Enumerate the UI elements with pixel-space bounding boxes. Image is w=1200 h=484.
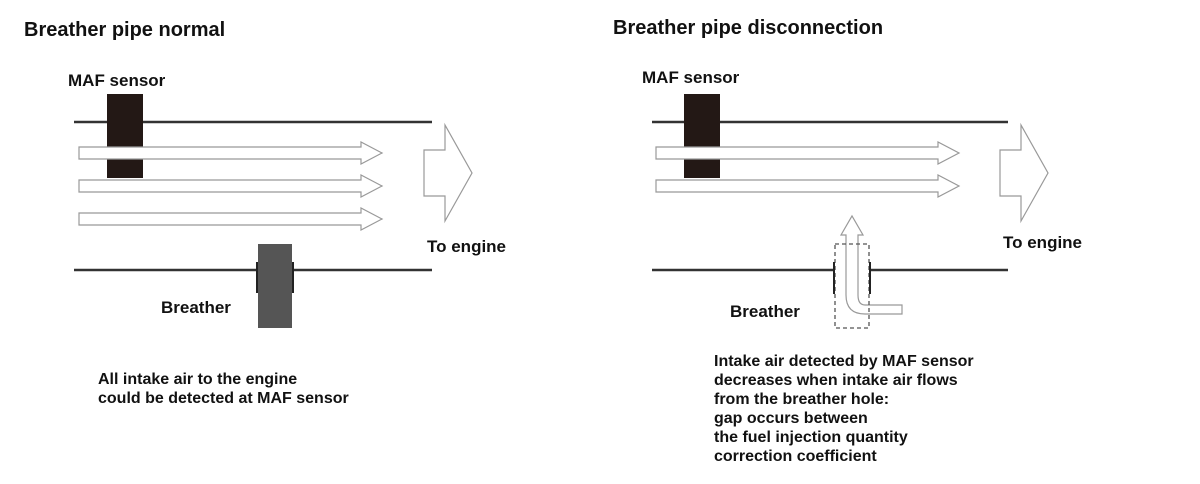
maf-sensor bbox=[107, 94, 143, 178]
caption: All intake air to the engine could be de… bbox=[98, 370, 349, 408]
airflow-arrow-2 bbox=[78, 174, 384, 198]
caption: Intake air detected by MAF sensor decrea… bbox=[714, 352, 974, 466]
caption-line: could be detected at MAF sensor bbox=[98, 390, 349, 407]
airflow-arrow-1 bbox=[655, 141, 961, 165]
airflow-arrow-2 bbox=[655, 174, 961, 198]
panel-title: Breather pipe normal bbox=[24, 19, 226, 41]
airflow-arrow-1 bbox=[78, 141, 384, 165]
panel-title: Breather pipe disconnection bbox=[613, 17, 884, 39]
caption-line: correction coefficient bbox=[714, 448, 877, 465]
maf-sensor-label: MAF sensor bbox=[68, 71, 166, 90]
breather-disconnection-panel: Breather pipe disconnection MAF sensor T… bbox=[600, 0, 1200, 484]
normal-diagram bbox=[74, 94, 473, 328]
maf-sensor bbox=[684, 94, 720, 178]
caption-line: decreases when intake air flows bbox=[714, 372, 958, 389]
maf-sensor-label: MAF sensor bbox=[642, 68, 740, 87]
breather-leak-arrow bbox=[839, 214, 903, 315]
to-engine-label: To engine bbox=[427, 237, 507, 256]
breather-label: Breather bbox=[161, 298, 231, 317]
caption-line: from the breather hole: bbox=[714, 391, 890, 408]
airflow-arrow-3 bbox=[78, 207, 384, 231]
to-engine-label: To engine bbox=[1003, 233, 1083, 252]
breather-dashed-outline bbox=[834, 243, 870, 329]
breather-label: Breather bbox=[730, 302, 800, 321]
to-engine-arrow bbox=[423, 122, 473, 224]
caption-line: the fuel injection quantity bbox=[714, 429, 908, 446]
breather-component bbox=[258, 244, 292, 328]
caption-line: Intake air detected by MAF sensor bbox=[714, 353, 974, 370]
breather-normal-panel: Breather pipe normal MAF sensor To engin… bbox=[24, 19, 507, 408]
caption-line: gap occurs between bbox=[714, 410, 868, 427]
disconnection-diagram bbox=[652, 94, 1049, 329]
caption-line: All intake air to the engine bbox=[98, 371, 298, 388]
to-engine-arrow bbox=[999, 122, 1049, 224]
